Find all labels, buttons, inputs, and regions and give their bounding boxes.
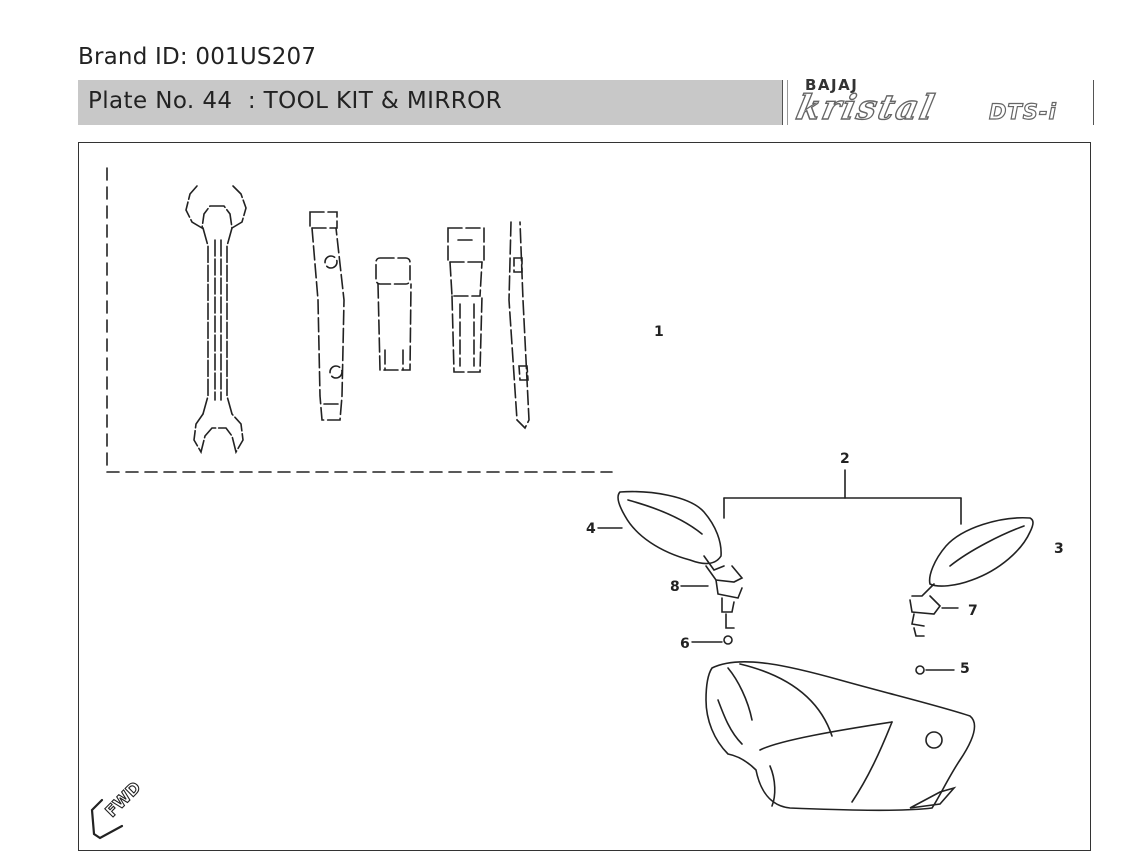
- plate-title-bar: Plate No. 44 : TOOL KIT & MIRROR: [78, 80, 783, 125]
- callout-1: 1: [654, 324, 664, 340]
- callout-3: 3: [1054, 541, 1064, 557]
- plug-spanner-icon: [447, 227, 485, 373]
- plate-title: Plate No. 44 : TOOL KIT & MIRROR: [88, 88, 503, 114]
- spanner-icon: [185, 185, 247, 455]
- callout-4: 4: [586, 521, 596, 537]
- handlebar-cowl-icon: [705, 660, 976, 812]
- screwdriver-icon: [508, 221, 530, 430]
- callout-leaders: [597, 527, 959, 671]
- left-mirror-icon: [617, 490, 744, 645]
- callout-7: 7: [968, 603, 978, 619]
- callout-5: 5: [960, 661, 970, 677]
- brand-logo: BAJAJ kristal DTS-i: [782, 76, 1094, 129]
- logo-variant: DTS-i: [988, 99, 1057, 124]
- right-mirror-icon: [909, 517, 1034, 675]
- logo-maker: BAJAJ: [805, 76, 859, 94]
- toolkit-enclosure: [106, 167, 613, 473]
- callout-8: 8: [670, 579, 680, 595]
- socket-icon: [375, 257, 412, 371]
- diagram-frame: [78, 142, 1091, 851]
- fwd-arrow-icon: [90, 798, 124, 840]
- mirror-set-bracket: [723, 469, 962, 525]
- box-spanner-icon: [309, 211, 345, 421]
- callout-2: 2: [840, 451, 850, 467]
- fwd-label: FWD: [101, 778, 144, 821]
- brand-id: Brand ID: 001US207: [78, 44, 317, 70]
- callout-6: 6: [680, 636, 690, 652]
